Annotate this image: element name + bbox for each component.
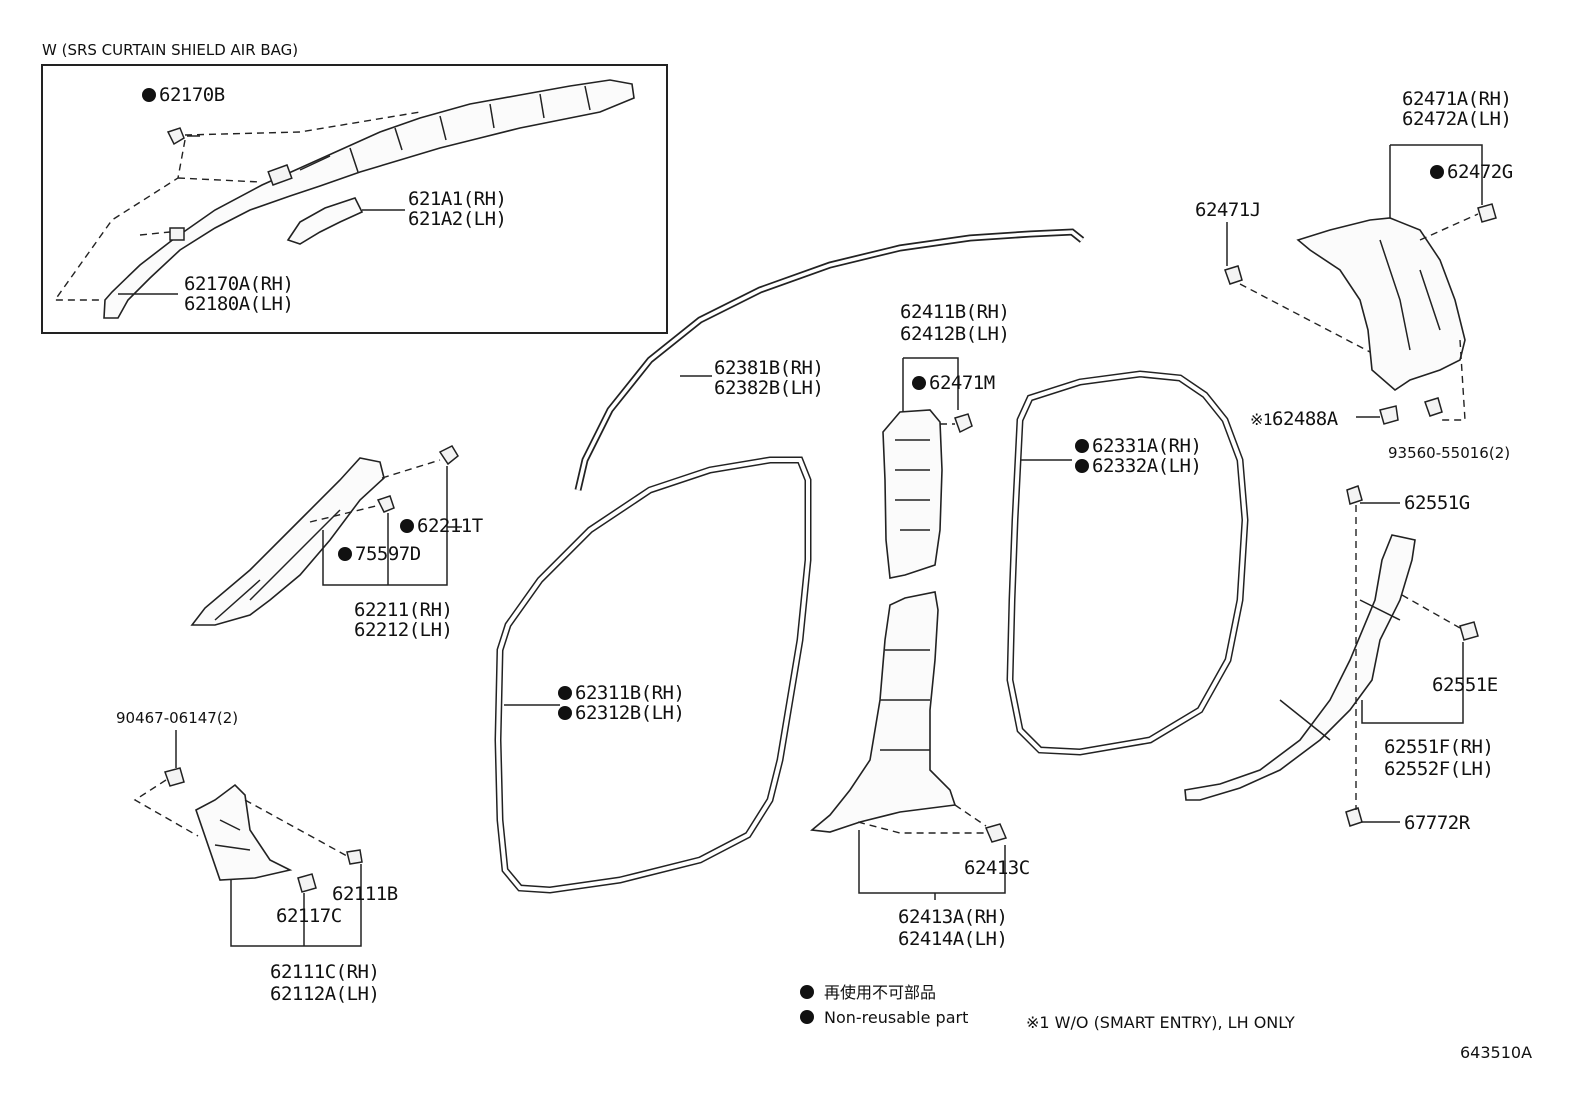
label-62331A: 62331A(RH)	[1075, 436, 1202, 457]
label-62312B: 62312B(LH)	[558, 703, 685, 724]
label-93560: 93560-55016(2)	[1388, 444, 1511, 462]
non-reusable-dot-icon	[800, 985, 814, 999]
label-62111B: 62111B	[332, 883, 398, 905]
rear-door-weatherstrip-drawing	[1006, 370, 1249, 756]
label-62180A: 62180A(LH)	[184, 293, 294, 315]
label-62381B: 62381B(RH)	[714, 357, 824, 379]
figure-id: 643510A	[1460, 1043, 1533, 1062]
label-67772R: 67772R	[1404, 812, 1470, 834]
legend-jp: 再使用不可部品	[800, 982, 936, 1003]
label-62471M: 62471M	[912, 373, 995, 394]
label-62211T: 62211T	[400, 516, 483, 537]
label-621A1: 621A1(RH)	[408, 188, 507, 210]
legend-en: Non-reusable part	[800, 1007, 968, 1028]
label-62471J: 62471J	[1195, 199, 1261, 221]
label-62551E: 62551E	[1432, 674, 1498, 696]
non-reusable-dot-icon	[400, 519, 414, 533]
label-62472G: 62472G	[1430, 162, 1513, 183]
label-62211: 62211(RH)	[354, 599, 453, 621]
label-62414A: 62414A(LH)	[898, 928, 1008, 950]
non-reusable-dot-icon	[1075, 439, 1089, 453]
label-62382B: 62382B(LH)	[714, 377, 824, 399]
center-pillar-upper-garnish-drawing	[882, 409, 943, 579]
label-90467: 90467-06147(2)	[116, 709, 239, 727]
front-door-weatherstrip-drawing	[494, 456, 812, 894]
non-reusable-dot-icon	[912, 376, 926, 390]
label-62472A: 62472A(LH)	[1402, 108, 1512, 130]
non-reusable-dot-icon	[558, 686, 572, 700]
footnote: ※1 W/O (SMART ENTRY), LH ONLY	[1026, 1013, 1295, 1032]
label-62471A: 62471A(RH)	[1402, 88, 1512, 110]
label-62332A: 62332A(LH)	[1075, 456, 1202, 477]
non-reusable-dot-icon	[142, 88, 156, 102]
label-62552F: 62552F(LH)	[1384, 758, 1494, 780]
non-reusable-dot-icon	[1430, 165, 1444, 179]
label-62212: 62212(LH)	[354, 619, 453, 641]
non-reusable-dot-icon	[800, 1010, 814, 1024]
label-62413C: 62413C	[964, 857, 1030, 879]
cowl-side-trim-drawing	[195, 783, 293, 881]
label-62488A: ※162488A	[1250, 408, 1338, 430]
non-reusable-dot-icon	[338, 547, 352, 561]
non-reusable-dot-icon	[558, 706, 572, 720]
curtain-airbag-drawing	[103, 79, 635, 319]
label-621A2: 621A2(LH)	[408, 208, 507, 230]
inset-title: W (SRS CURTAIN SHIELD AIR BAG)	[42, 41, 299, 59]
inset-frame	[41, 64, 668, 334]
label-62412B: 62412B(LH)	[900, 323, 1010, 345]
label-62413A: 62413A(RH)	[898, 906, 1008, 928]
label-62117C: 62117C	[276, 905, 342, 927]
center-pillar-lower-garnish-drawing	[810, 591, 957, 833]
label-75597D: 75597D	[338, 544, 421, 565]
label-62111C: 62111C(RH)	[270, 961, 380, 983]
bracket-621a1-drawing	[286, 197, 364, 245]
label-62551G: 62551G	[1404, 492, 1470, 514]
label-62170B: 62170B	[142, 85, 225, 106]
quarter-trim-lower-drawing	[1184, 534, 1416, 801]
roof-weatherstrip-drawing	[574, 228, 1085, 491]
label-62112A: 62112A(LH)	[270, 983, 380, 1005]
label-62411B: 62411B(RH)	[900, 301, 1010, 323]
label-62170A: 62170A(RH)	[184, 273, 294, 295]
quarter-trim-upper-drawing	[1296, 217, 1466, 392]
label-62551F: 62551F(RH)	[1384, 736, 1494, 758]
label-62311B: 62311B(RH)	[558, 683, 685, 704]
clip-62170b-drawing	[166, 127, 185, 146]
non-reusable-dot-icon	[1075, 459, 1089, 473]
